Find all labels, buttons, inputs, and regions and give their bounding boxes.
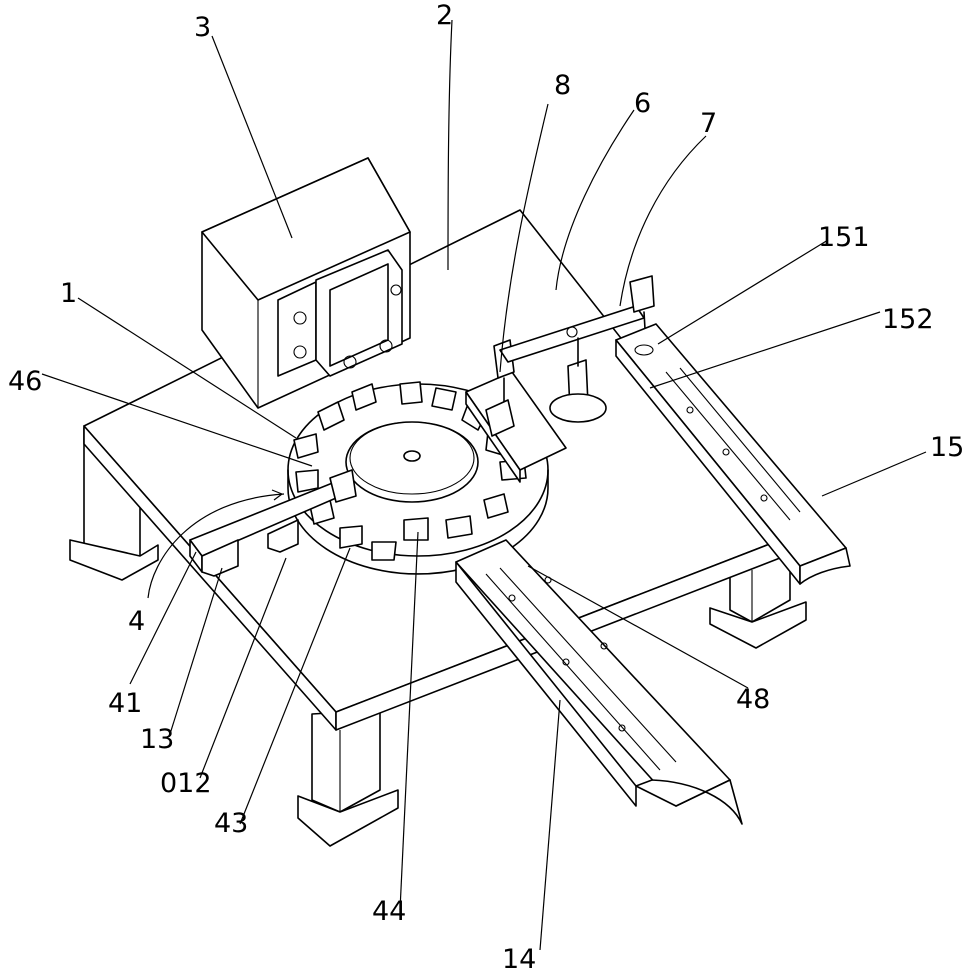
label-1: 1 (60, 278, 77, 309)
label-46: 46 (8, 366, 42, 397)
label-3: 3 (194, 12, 211, 43)
label-4: 4 (128, 606, 145, 637)
label-41: 41 (108, 688, 142, 719)
label-151: 151 (818, 222, 870, 253)
label-48: 48 (736, 684, 770, 715)
label-43: 43 (214, 808, 248, 839)
label-15: 15 (930, 432, 964, 463)
label-6: 6 (634, 88, 651, 119)
label-012: 012 (160, 768, 212, 799)
label-14: 14 (502, 944, 536, 975)
label-8: 8 (554, 70, 571, 101)
label-44: 44 (372, 896, 406, 927)
label-152: 152 (882, 304, 934, 335)
label-7: 7 (700, 108, 717, 139)
label-2: 2 (436, 0, 453, 31)
label-13: 13 (140, 724, 174, 755)
